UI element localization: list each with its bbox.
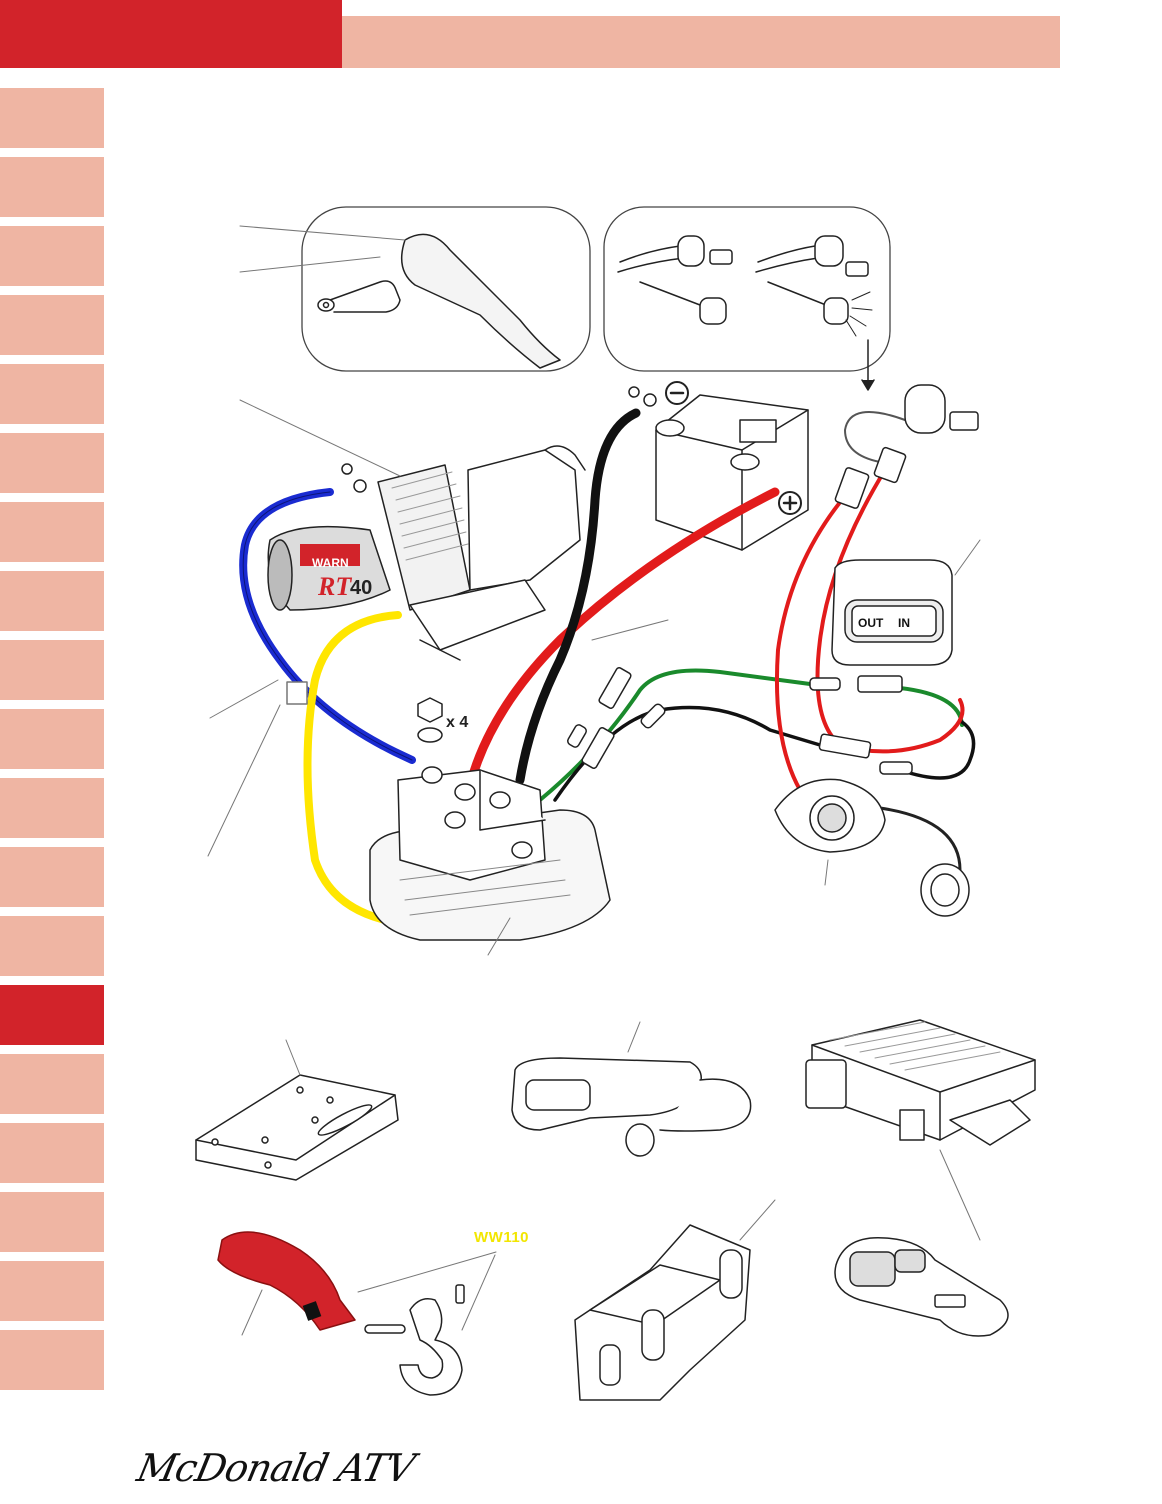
sidebar-tab-11[interactable] bbox=[0, 778, 104, 838]
contactor-assembly bbox=[207, 399, 669, 956]
sidebar-tab-19[interactable] bbox=[0, 1330, 104, 1390]
sidebar-tab-18[interactable] bbox=[0, 1261, 104, 1321]
ignition-key-switch bbox=[834, 384, 979, 509]
hook-strap bbox=[217, 1231, 497, 1336]
sidebar-tab-1[interactable] bbox=[0, 88, 104, 148]
clevis-hook bbox=[364, 1254, 496, 1396]
remote-socket-cable bbox=[878, 806, 962, 872]
sidebar-tab-15[interactable] bbox=[0, 1054, 104, 1114]
part-code-label: WW110 bbox=[474, 1229, 530, 1246]
winch bbox=[267, 445, 586, 661]
sidebar-tab-14[interactable] bbox=[0, 985, 104, 1045]
inset-bullet-connectors bbox=[603, 206, 891, 391]
wireless-remote bbox=[834, 1236, 1009, 1337]
winch-model-rt: RT bbox=[318, 572, 352, 601]
sidebar-tab-4[interactable] bbox=[0, 295, 104, 355]
sidebar-tab-13[interactable] bbox=[0, 916, 104, 976]
green-wire-2 bbox=[898, 686, 964, 727]
header-brand-bar bbox=[0, 0, 342, 68]
black-cable bbox=[515, 408, 641, 785]
roller-fairlead bbox=[574, 1199, 776, 1401]
mcdonald-atv-signature: McDonald ATV bbox=[133, 1446, 419, 1490]
sidebar-tab-6[interactable] bbox=[0, 433, 104, 493]
header-title-band bbox=[342, 16, 1060, 68]
handlebar-switch bbox=[511, 1021, 752, 1157]
black-wire-2 bbox=[898, 720, 976, 780]
sidebar-tab-10[interactable] bbox=[0, 709, 104, 769]
mounting-plate bbox=[195, 1039, 399, 1181]
sidebar-tab-12[interactable] bbox=[0, 847, 104, 907]
sidebar-tab-17[interactable] bbox=[0, 1192, 104, 1252]
sidebar-tab-5[interactable] bbox=[0, 364, 104, 424]
sidebar-tab-16[interactable] bbox=[0, 1123, 104, 1183]
sidebar-tab-8[interactable] bbox=[0, 571, 104, 631]
red-harness-1 bbox=[774, 488, 852, 792]
rocker-in-label: IN bbox=[898, 616, 910, 630]
battery bbox=[628, 381, 809, 551]
sidebar-tab-7[interactable] bbox=[0, 502, 104, 562]
control-module bbox=[805, 1019, 1036, 1241]
inline-fuse-connectors bbox=[567, 667, 913, 775]
winch-model-number: 40 bbox=[350, 577, 373, 599]
sidebar-tab-3[interactable] bbox=[0, 226, 104, 286]
key-switch-cable bbox=[844, 411, 906, 463]
blue-cable-outline bbox=[242, 491, 413, 761]
inset-cable-terminal bbox=[239, 206, 591, 372]
green-wire bbox=[538, 668, 812, 802]
winch-brand-label: WARN bbox=[312, 556, 349, 570]
remote-plug-socket bbox=[774, 778, 970, 917]
rocker-out-label: OUT bbox=[858, 616, 884, 630]
sidebar-tab-9[interactable] bbox=[0, 640, 104, 700]
washer-count-label: x 4 bbox=[446, 714, 469, 731]
sidebar-tab-2[interactable] bbox=[0, 157, 104, 217]
rocker-switch bbox=[831, 539, 981, 666]
